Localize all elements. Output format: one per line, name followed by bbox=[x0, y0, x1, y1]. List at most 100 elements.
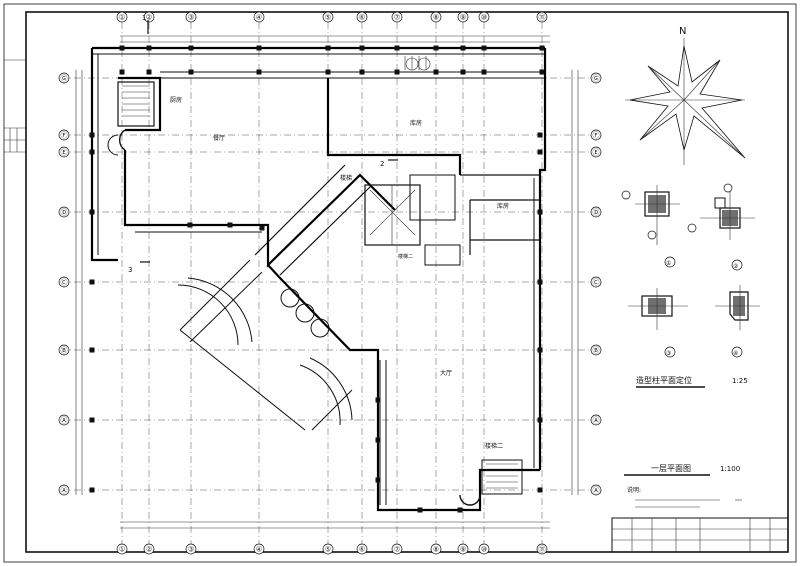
grid-label-3: ③ bbox=[188, 546, 194, 554]
column-mark bbox=[539, 69, 545, 75]
detail-3: ③ bbox=[628, 288, 688, 358]
grid-side-label-8: Ⓐ bbox=[593, 487, 600, 495]
column-mark bbox=[89, 279, 95, 285]
grid-bubble-top-2 bbox=[143, 543, 155, 555]
grid-bubble-top-11 bbox=[536, 543, 548, 555]
grid-bubble-side-1 bbox=[590, 72, 602, 84]
grid-side-label-2: Ⓕ bbox=[61, 132, 68, 140]
inner-border bbox=[25, 11, 789, 553]
grid-bubble-side-5 bbox=[58, 276, 70, 288]
room-label-right-top: 库房 bbox=[410, 119, 422, 127]
column-mark bbox=[187, 222, 193, 228]
room-label-right-mid: 库房 bbox=[497, 202, 509, 210]
column-mark bbox=[256, 45, 262, 51]
detail-2: ② bbox=[687, 183, 755, 271]
column-mark bbox=[537, 279, 543, 285]
grid-label-10: ⑩ bbox=[481, 14, 487, 22]
grid-side-label-5: Ⓒ bbox=[61, 279, 68, 287]
structural-columns bbox=[89, 45, 545, 513]
notes-label: 说明: bbox=[627, 486, 641, 494]
column-mark bbox=[537, 132, 543, 138]
column-mark bbox=[433, 45, 439, 51]
grid-side-label-6: Ⓑ bbox=[61, 347, 68, 355]
grid-side-label-8: Ⓐ bbox=[61, 487, 68, 495]
grid-bubble-side-2 bbox=[58, 129, 70, 141]
grid-bubble-top-10 bbox=[478, 11, 490, 23]
north-arrow: N bbox=[625, 26, 746, 165]
column-mark bbox=[537, 487, 543, 493]
grid-label-9: ⑨ bbox=[460, 546, 466, 554]
grid-bubble-side-3 bbox=[590, 146, 602, 158]
column-mark bbox=[537, 417, 543, 423]
grid-label-9: ⑨ bbox=[460, 14, 466, 22]
section-mark-1: 1 bbox=[142, 14, 146, 22]
grid-bubble-side-5 bbox=[590, 276, 602, 288]
grid-side-label-5: Ⓒ bbox=[593, 279, 600, 287]
grid-side-label-7: Ⓐ bbox=[61, 417, 68, 425]
grid-label-11: ⑪ bbox=[539, 14, 546, 22]
column-mark bbox=[146, 69, 152, 75]
detail-4: ④ bbox=[715, 285, 760, 358]
grid-bubble-side-8 bbox=[58, 484, 70, 496]
room-label-center-top: 餐厅 bbox=[213, 134, 225, 142]
column-mark bbox=[481, 69, 487, 75]
detail-1-label: ① bbox=[666, 260, 671, 267]
plan-scale: 1:100 bbox=[720, 465, 740, 473]
column-mark bbox=[89, 209, 95, 215]
column-mark bbox=[539, 45, 545, 51]
axis-grid-lines bbox=[60, 22, 600, 545]
grid-bubble-top-5 bbox=[322, 543, 334, 555]
grid-bubble-top-3 bbox=[185, 543, 197, 555]
grid-label-2: ② bbox=[146, 14, 152, 22]
column-mark bbox=[188, 69, 194, 75]
binding-strip bbox=[4, 59, 26, 153]
grid-bubble-top-2 bbox=[143, 11, 155, 23]
column-mark bbox=[119, 69, 125, 75]
grid-label-10: ⑩ bbox=[481, 546, 487, 554]
column-mark bbox=[394, 45, 400, 51]
grid-bubble-top-1 bbox=[116, 543, 128, 555]
grid-label-4: ④ bbox=[256, 14, 262, 22]
room-label-stair-2: 楼梯二 bbox=[485, 442, 503, 450]
grid-side-label-4: Ⓓ bbox=[593, 209, 600, 217]
grid-label-1: ① bbox=[119, 546, 125, 554]
grid-bubble-top-11 bbox=[536, 11, 548, 23]
column-mark bbox=[146, 45, 152, 51]
grid-bubble-side-8 bbox=[590, 484, 602, 496]
grid-bubble-side-4 bbox=[58, 206, 70, 218]
room-label-center-small: 楼梯二 bbox=[398, 253, 413, 260]
grid-bubble-top-6 bbox=[356, 543, 368, 555]
section-markers: 1 2 3 bbox=[128, 14, 398, 274]
column-mark bbox=[417, 507, 423, 513]
grid-bubble-side-1 bbox=[58, 72, 70, 84]
column-mark bbox=[359, 45, 365, 51]
grid-side-label-1: Ⓖ bbox=[61, 75, 68, 83]
grid-bubble-top-5 bbox=[322, 11, 334, 23]
column-mark bbox=[460, 69, 466, 75]
grid-bubble-side-3 bbox=[58, 146, 70, 158]
grid-bubble-top-10 bbox=[478, 543, 490, 555]
detail-scale: 1:25 bbox=[732, 377, 748, 385]
grid-bubble-side-6 bbox=[58, 344, 70, 356]
grid-side-label-4: Ⓓ bbox=[61, 209, 68, 217]
grid-label-3: ③ bbox=[188, 14, 194, 22]
grid-label-6: ⑥ bbox=[359, 14, 365, 22]
grid-bubble-top-4 bbox=[253, 11, 265, 23]
plan-title-block: 一层平面图 1:100 bbox=[624, 464, 740, 476]
column-mark bbox=[537, 209, 543, 215]
column-mark bbox=[89, 149, 95, 155]
column-mark bbox=[375, 437, 381, 443]
grid-bubble-top-6 bbox=[356, 11, 368, 23]
north-label: N bbox=[679, 26, 686, 37]
column-mark bbox=[359, 69, 365, 75]
room-label-stair-1: 楼梯 bbox=[340, 174, 352, 182]
column-mark bbox=[537, 347, 543, 353]
column-mark bbox=[460, 45, 466, 51]
grid-label-5: ⑤ bbox=[325, 14, 331, 22]
column-mark bbox=[188, 45, 194, 51]
column-mark bbox=[481, 45, 487, 51]
detail-2-label: ② bbox=[733, 263, 739, 270]
notes-block: 说明: bbox=[627, 486, 742, 508]
